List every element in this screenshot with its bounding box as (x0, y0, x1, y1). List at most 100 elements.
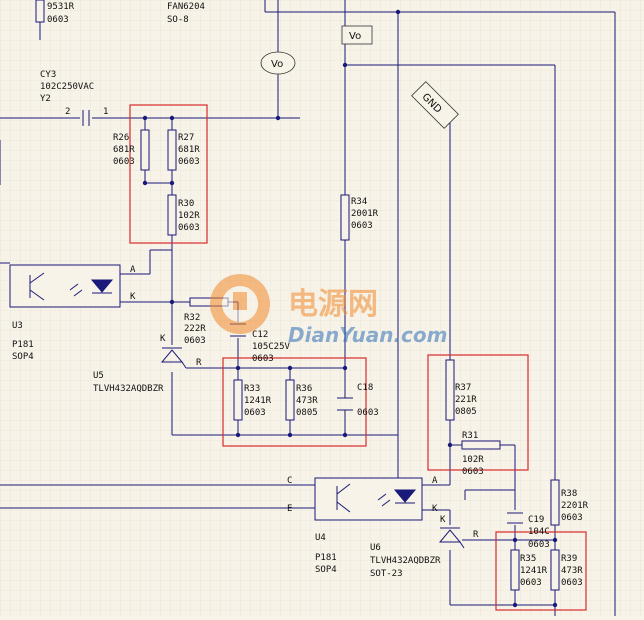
label-cy3-pin1: 1 (103, 107, 108, 117)
net-label-vo-1[interactable]: Vo (260, 51, 296, 75)
label-u3-pin-k: K (130, 292, 136, 302)
label-c19-value: 104C (528, 527, 550, 537)
label-r39-ref: R39 (561, 554, 577, 564)
label-u4-pin-c: C (287, 476, 292, 486)
resistor-r37[interactable] (445, 359, 455, 421)
label-r39-pkg: 0603 (561, 578, 583, 588)
label-u6-pkg: SOT-23 (370, 569, 403, 579)
shunt-regulator-u5[interactable] (160, 347, 187, 369)
label-r26-pkg: 0603 (113, 157, 135, 167)
label-r35-pkg: 0603 (520, 578, 542, 588)
resistor-r34[interactable] (340, 194, 350, 241)
highlight-boxes (129, 104, 587, 611)
optocoupler-u3[interactable] (9, 264, 121, 308)
label-u6-pin-k: K (440, 515, 446, 525)
label-c18-pkg: 0603 (357, 408, 379, 418)
watermark-brand-en: DianYuan.com (288, 323, 447, 347)
label-r32-ref: R32 (184, 313, 200, 323)
label-r37-pkg: 0805 (455, 407, 477, 417)
optocoupler-u4[interactable] (314, 477, 423, 521)
label-r30-ref: R30 (178, 199, 194, 209)
label-u6-pin-r: R (473, 530, 479, 540)
highlight-r37-r31 (427, 354, 529, 471)
label-c19-ref: C19 (528, 515, 544, 525)
label-r39-value: 473R (561, 566, 583, 576)
label-cy3-pin2: 2 (65, 107, 70, 117)
label-c12-pkg: 0603 (252, 354, 274, 364)
label-u3-part: P181 (12, 340, 34, 350)
label-u3-pin-a: A (130, 265, 136, 275)
label-c19-pkg: 0603 (528, 540, 550, 550)
label-r38-pkg: 0603 (561, 513, 583, 523)
resistor-r26[interactable] (140, 129, 150, 171)
label-r36-pkg: 0805 (296, 408, 318, 418)
label-u5-pin-k: K (160, 334, 166, 344)
label-r31-ref: R31 (462, 431, 478, 441)
label-r35-ref: R35 (520, 554, 536, 564)
resistor-r36[interactable] (285, 379, 295, 421)
label-r33-ref: R33 (244, 384, 260, 394)
label-c18-ref: C18 (357, 383, 373, 393)
label-r34-ref: R34 (351, 197, 367, 207)
label-r36-ref: R36 (296, 384, 312, 394)
label-c12-ref: C12 (252, 330, 268, 340)
resistor-r31[interactable] (461, 440, 501, 450)
label-r31-pkg: 0603 (462, 467, 484, 477)
labels: 9531R 0603 FAN6204 SO-8 CY3 102C250VAC Y… (12, 2, 589, 588)
label-top-labels-ic-pkg: SO-8 (167, 15, 189, 25)
junction-dots (142, 9, 558, 608)
net-label-gnd[interactable]: GND (411, 81, 459, 129)
highlight-r35-r39 (495, 531, 587, 611)
label-cy3-value: 102C250VAC (40, 82, 94, 92)
resistor-r39[interactable] (550, 549, 560, 591)
label-r31-value: 102R (462, 455, 484, 465)
highlight-r26-r27-r30 (129, 104, 208, 244)
label-nets-vo2: Vo (349, 31, 361, 42)
label-c12-value: 105C25V (252, 342, 291, 352)
label-u5-part: TLVH432AQDBZR (93, 384, 164, 394)
label-r30-value: 102R (178, 211, 200, 221)
label-u4-pin-k: K (432, 504, 438, 514)
label-r27-pkg: 0603 (178, 157, 200, 167)
capacitor-cy3[interactable] (82, 110, 90, 126)
resistor-r35[interactable] (510, 549, 520, 591)
label-r27-ref: R27 (178, 133, 194, 143)
label-u3-pkg: SOP4 (12, 352, 34, 362)
label-r38-ref: R38 (561, 489, 577, 499)
label-r36-value: 473R (296, 396, 318, 406)
label-cy3-ref: CY3 (40, 70, 56, 80)
capacitor-c18[interactable] (337, 397, 353, 411)
label-r30-pkg: 0603 (178, 223, 200, 233)
capacitor-c19[interactable] (507, 512, 523, 524)
label-cy3-type: Y2 (40, 94, 51, 104)
resistor-top-left[interactable] (35, 0, 45, 23)
label-top-labels-r-value: 9531R (47, 2, 75, 12)
label-r34-pkg: 0603 (351, 221, 373, 231)
label-r27-value: 681R (178, 145, 200, 155)
label-u5-pin-r: R (196, 358, 202, 368)
resistor-r27[interactable] (167, 129, 177, 171)
resistor-r30[interactable] (167, 194, 177, 236)
resistor-r33[interactable] (233, 379, 243, 421)
label-u4-ref: U4 (315, 533, 326, 543)
shunt-regulator-u6[interactable] (438, 527, 465, 549)
label-u6-part: TLVH432AQDBZR (370, 556, 441, 566)
resistor-r38[interactable] (550, 479, 560, 526)
label-r37-value: 221R (455, 395, 477, 405)
net-label-vo-2[interactable]: Vo (341, 25, 373, 45)
label-u5-ref: U5 (93, 371, 104, 381)
highlight-r33-r36-c18 (222, 357, 367, 447)
watermark-logo: 电源网 DianYuan.com (210, 274, 447, 347)
label-r34-value: 2001R (351, 209, 379, 219)
label-r26-ref: R26 (113, 133, 129, 143)
label-r38-value: 2201R (561, 501, 589, 511)
label-r26-value: 681R (113, 145, 135, 155)
label-r35-value: 1241R (520, 566, 548, 576)
resistor-bodies (35, 0, 560, 591)
label-u4-pin-e: E (287, 504, 292, 514)
label-u4-pkg: SOP4 (315, 565, 337, 575)
watermark-brand-cn: 电源网 (288, 287, 378, 322)
label-r33-value: 1241R (244, 396, 272, 406)
